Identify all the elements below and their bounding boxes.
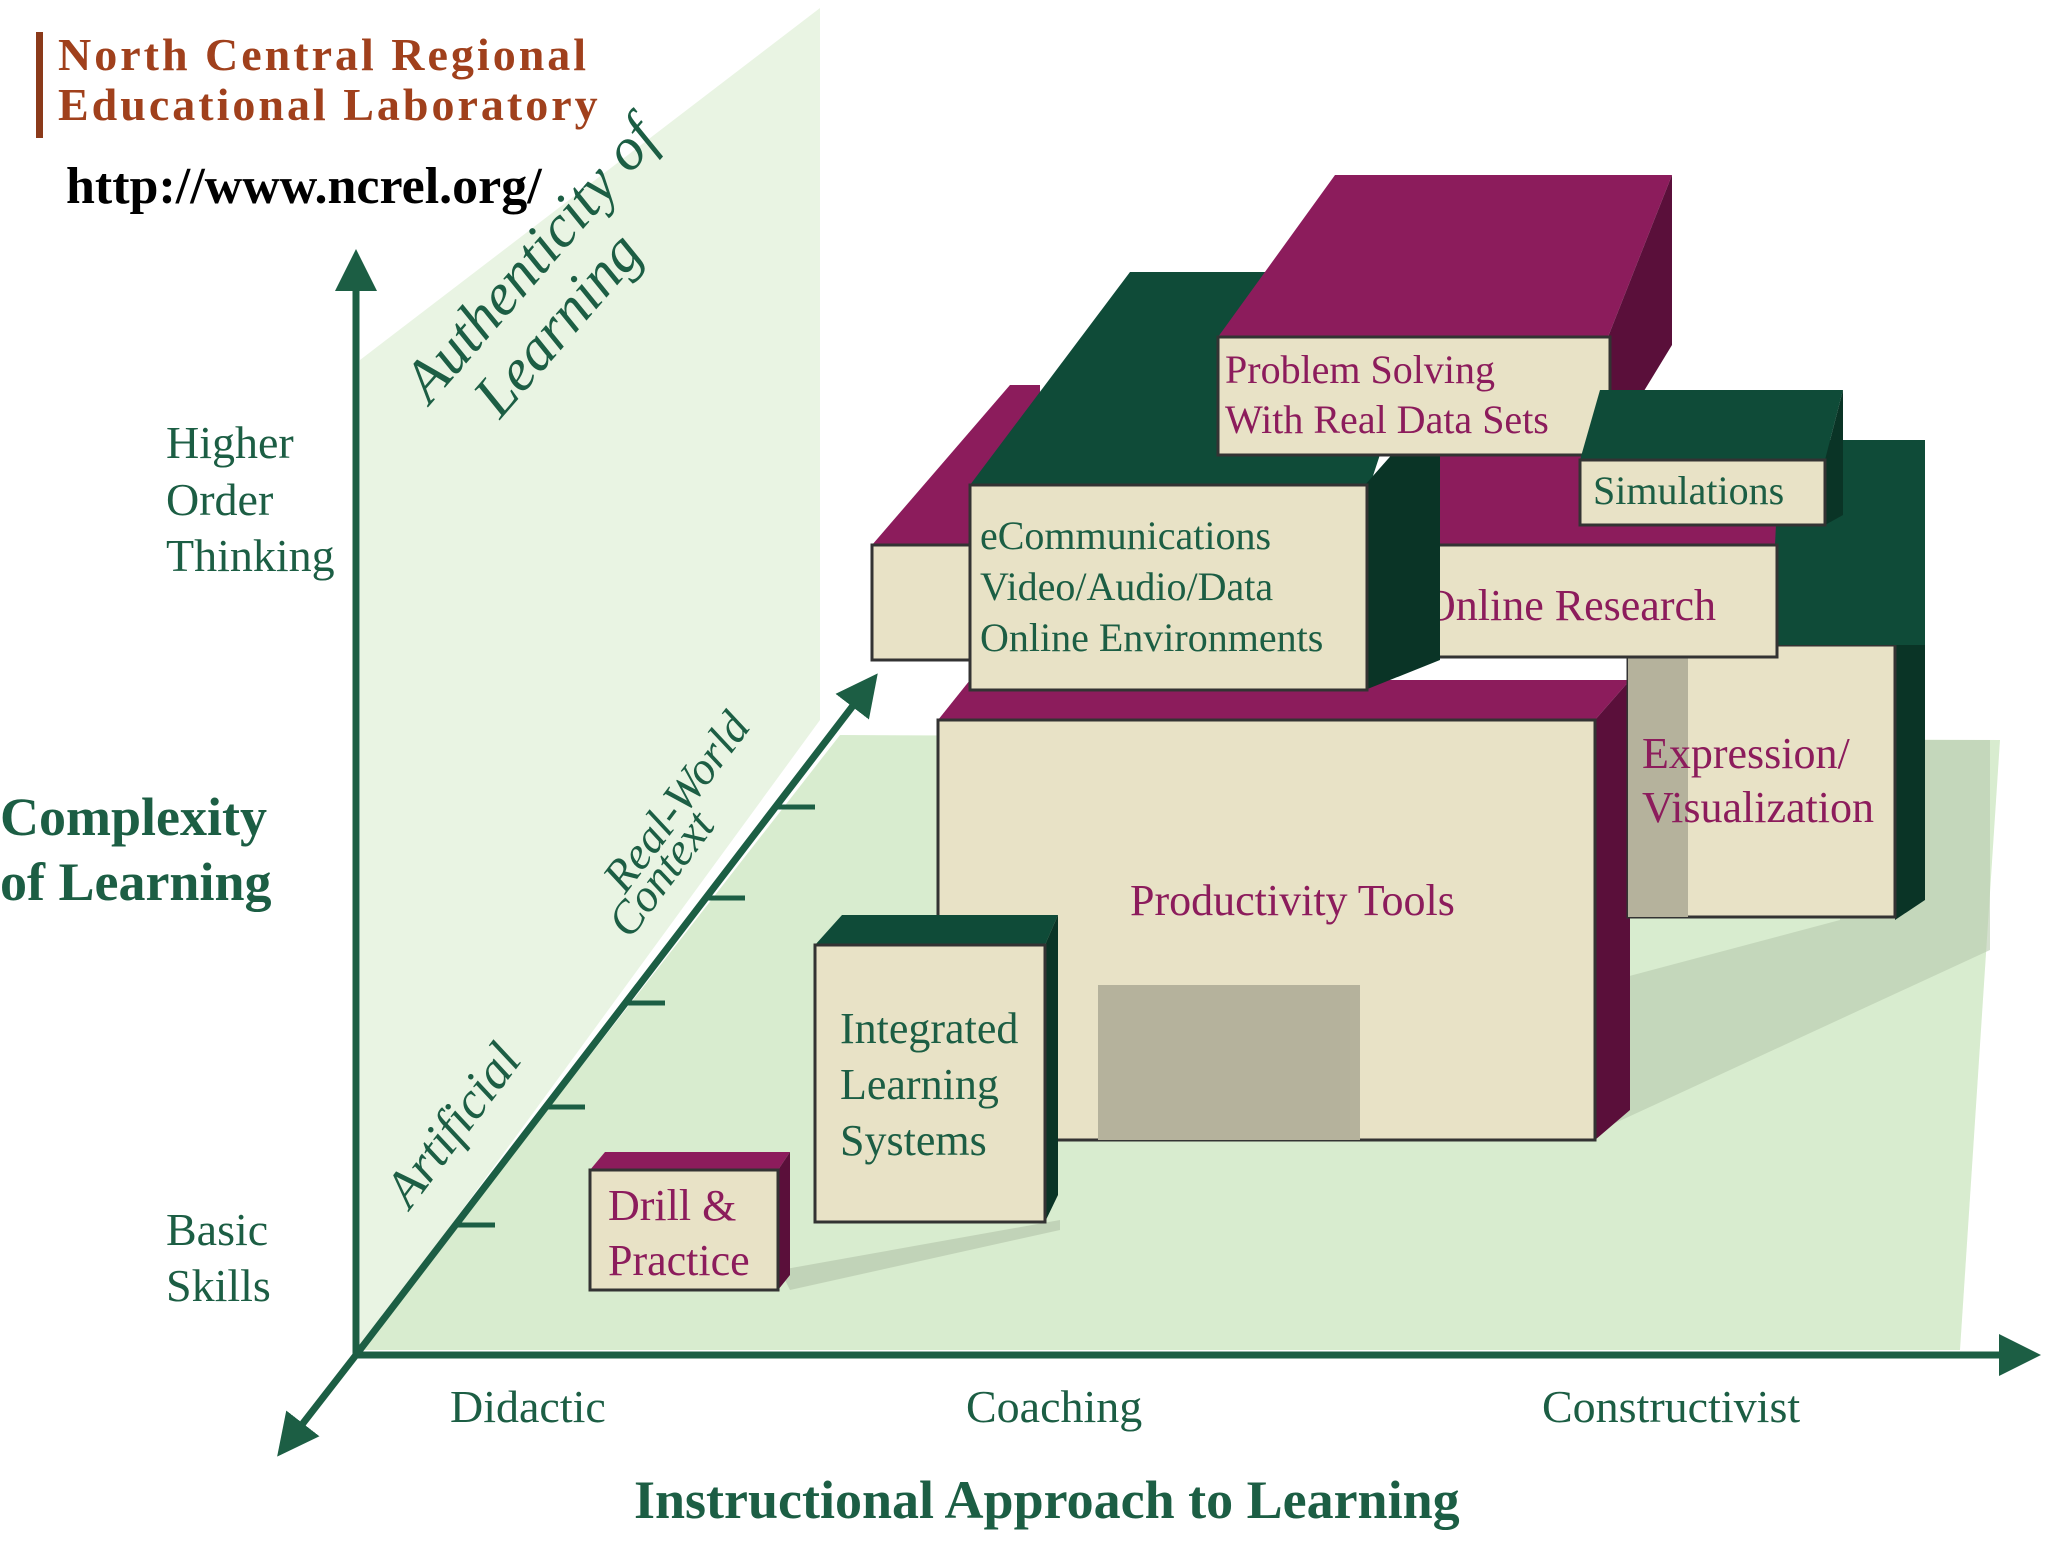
block-simulations: Simulations	[1578, 390, 1843, 527]
depth-axis-arrow-down	[277, 1352, 359, 1457]
ecomm-label-line3: Online Environments	[980, 615, 1323, 660]
org-name-line1: North Central Regional	[58, 29, 589, 80]
productivity-label: Productivity Tools	[1130, 876, 1455, 925]
drill-label-line1: Drill &	[608, 1181, 736, 1230]
integrated-label-line1: Integrated	[840, 1004, 1018, 1053]
simulations-label: Simulations	[1593, 468, 1784, 513]
vertical-title-line1: Complexity	[0, 787, 267, 847]
back-wall-plane	[360, 8, 820, 1350]
problem-label-line2: With Real Data Sets	[1225, 397, 1549, 442]
block-integrated-learning: Integrated Learning Systems	[813, 915, 1058, 1224]
horizontal-tick-coaching: Coaching	[966, 1381, 1142, 1432]
block-drill-practice: Drill & Practice	[588, 1152, 790, 1292]
online-research-label: Online Research	[1424, 581, 1716, 630]
vertical-low-line2: Skills	[166, 1260, 271, 1311]
horizontal-tick-didactic: Didactic	[450, 1381, 606, 1432]
depth-axis-arrow-up	[353, 673, 878, 1358]
org-url: http://www.ncrel.org/	[66, 158, 542, 215]
expression-label-line2: Visualization	[1642, 783, 1874, 832]
integrated-label-line3: Systems	[840, 1116, 987, 1165]
horizontal-title: Instructional Approach to Learning	[634, 1470, 1460, 1530]
org-name-line2: Educational Laboratory	[58, 79, 601, 130]
expression-label-line1: Expression/	[1642, 729, 1851, 778]
horizontal-tick-constructivist: Constructivist	[1542, 1381, 1800, 1432]
block-problem-solving: Problem Solving With Real Data Sets	[1216, 175, 1672, 457]
floor-shadow	[1050, 740, 1990, 1130]
block-productivity-tools: Productivity Tools	[936, 680, 1630, 1142]
vertical-low-line1: Basic	[166, 1204, 268, 1255]
problem-label-line1: Problem Solving	[1225, 347, 1495, 392]
org-accent-bar	[36, 32, 43, 138]
vertical-high-line3: Thinking	[166, 530, 335, 581]
depth-axis-ticks	[455, 804, 815, 1228]
drill-label-line2: Practice	[608, 1236, 750, 1285]
vertical-high-line2: Order	[166, 474, 273, 525]
floor-shadow-2	[780, 1220, 1060, 1290]
ecomm-label-line1: eCommunications	[980, 513, 1271, 558]
vertical-title-line2: of Learning	[0, 852, 272, 912]
ecomm-label-line2: Video/Audio/Data	[980, 564, 1273, 609]
integrated-label-line2: Learning	[840, 1060, 999, 1109]
vertical-high-line1: Higher	[166, 417, 294, 468]
